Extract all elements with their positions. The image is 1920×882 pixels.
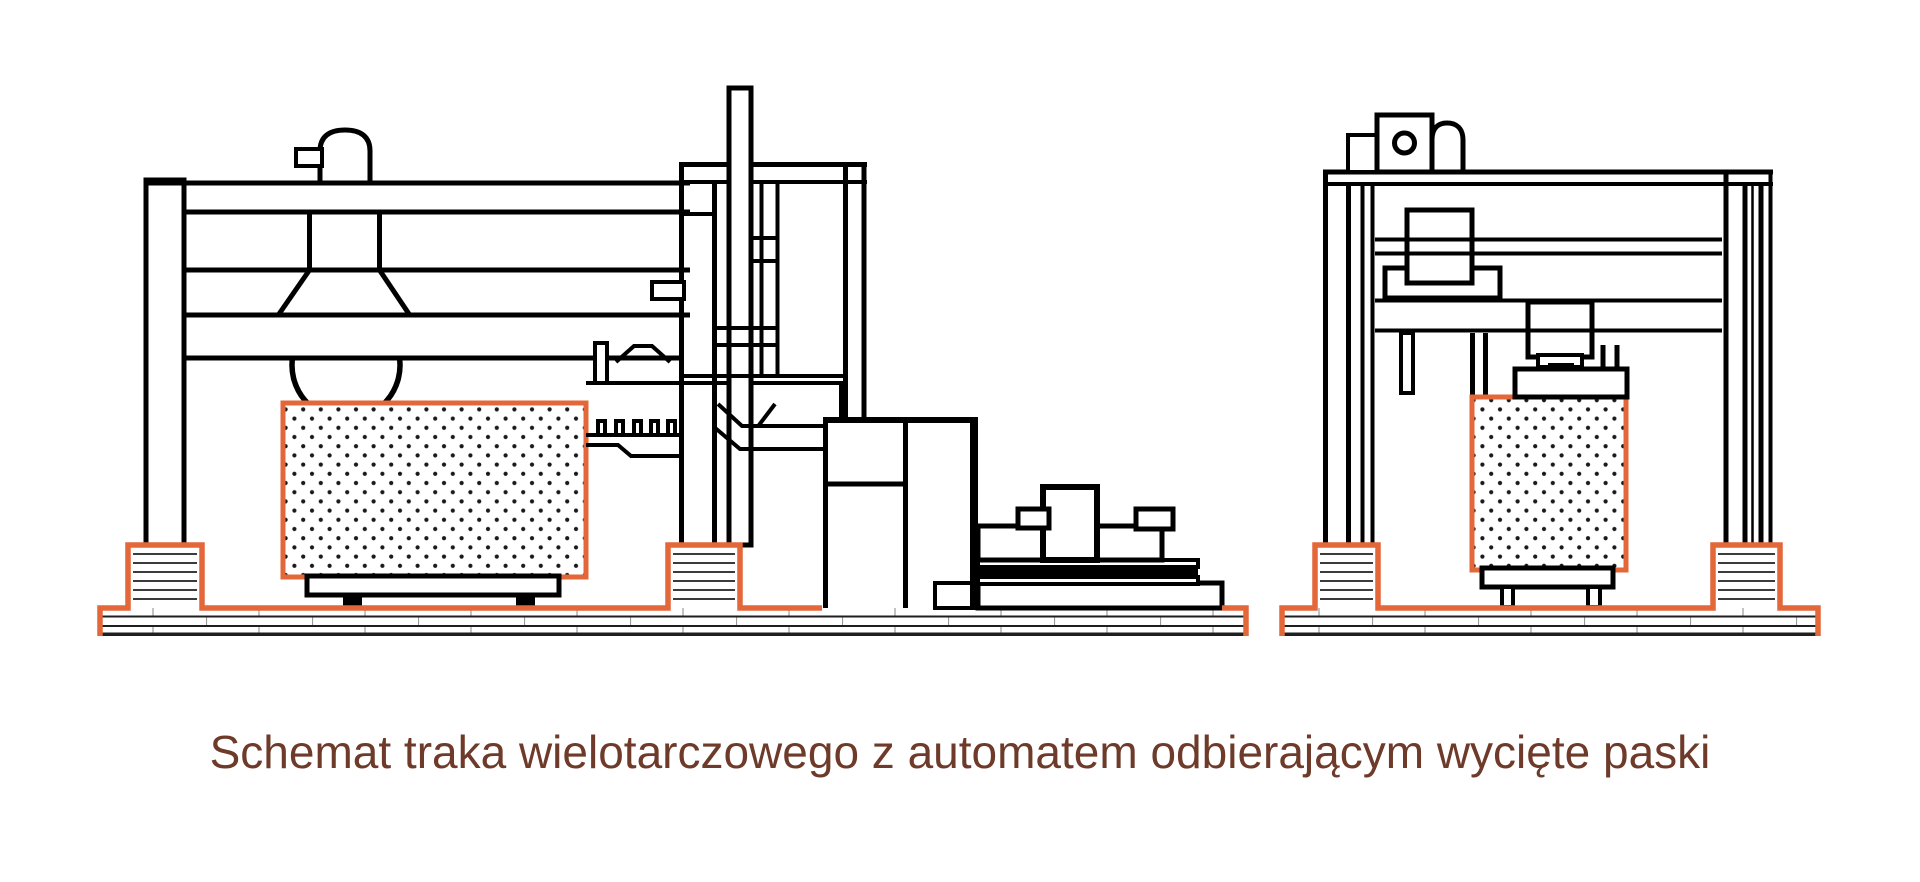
discharge-chute [712, 402, 823, 451]
motor-nub [294, 147, 324, 168]
motor-bell-housing [276, 127, 412, 316]
wood-cant-right [1469, 366, 1630, 573]
base-left [100, 608, 1246, 636]
foundation-highlight [97, 542, 1821, 636]
clamp-plate [1512, 366, 1630, 400]
left-machine [143, 85, 1225, 611]
top-drive-assembly [1346, 112, 1466, 175]
base-right [1282, 608, 1818, 636]
hanging-rod [1399, 331, 1415, 395]
separator-cabinet [823, 417, 979, 610]
feeder-comb [586, 341, 843, 458]
figure-caption: Schemat traka wielotarczowego z automate… [209, 726, 1711, 778]
machine-feet [128, 545, 1780, 608]
strip-stack-conveyor [975, 484, 1225, 611]
pulley-icon [1392, 130, 1417, 156]
wood-cant-left [280, 400, 589, 580]
gantry-frame-left [143, 177, 690, 548]
support-board-left [304, 573, 562, 608]
side-tab [650, 280, 686, 301]
vertical-mast [726, 85, 754, 548]
motor-dome [317, 127, 373, 186]
support-board-right [1479, 565, 1616, 609]
right-machine [1323, 112, 1773, 609]
gantry-frame-right [1323, 169, 1773, 545]
tower-carriage [650, 85, 867, 548]
pickup-head [1375, 207, 1722, 397]
